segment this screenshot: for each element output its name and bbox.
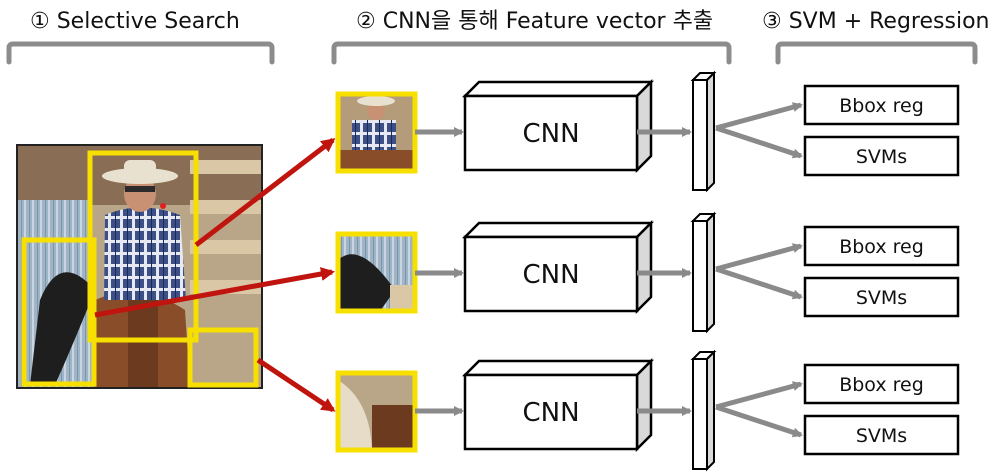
feature-vector-side-3 bbox=[706, 349, 715, 472]
feature-vector-side-2 bbox=[706, 211, 715, 334]
flow-arrow-to-bbox-2 bbox=[715, 243, 803, 272]
feature-vector-2 bbox=[692, 220, 708, 332]
flow-arrow-to-bbox-3 bbox=[715, 381, 803, 410]
svms-label-1: SVMs bbox=[856, 146, 907, 168]
cnn-box-top-3 bbox=[461, 359, 655, 377]
cropped-region-1 bbox=[335, 91, 418, 174]
region-arrow-1 bbox=[194, 138, 336, 247]
cnn-box-side-1 bbox=[635, 78, 653, 174]
bbox-reg-box-3 bbox=[803, 363, 960, 405]
cnn-box-side-2 bbox=[635, 219, 653, 315]
bbox-reg-box-1 bbox=[803, 84, 960, 126]
cnn-box-top-1 bbox=[461, 80, 655, 98]
source-photo bbox=[16, 144, 263, 389]
cnn-label-1: CNN bbox=[522, 119, 579, 149]
flow-arrow-to-svm-2 bbox=[715, 266, 803, 300]
cropped-region-2 bbox=[335, 231, 418, 314]
svms-box-2 bbox=[803, 276, 960, 318]
bbox-reg-label-2: Bbox reg bbox=[839, 236, 924, 258]
flow-arrow-to-svm-1 bbox=[715, 125, 803, 159]
step-title-cnn-feature: ② CNN을 통해 Feature vector 추출 bbox=[356, 9, 713, 34]
region-arrow-3 bbox=[256, 357, 336, 413]
step-title-selective-search: ① Selective Search bbox=[30, 9, 240, 34]
bbox-reg-label-3: Bbox reg bbox=[839, 374, 924, 396]
cnn-label-2: CNN bbox=[522, 260, 579, 290]
region-arrow-2 bbox=[94, 267, 335, 318]
svms-box-1 bbox=[803, 135, 960, 177]
cnn-box-top-2 bbox=[461, 221, 655, 239]
proposal-box-tail bbox=[21, 237, 97, 387]
cnn-box-3 bbox=[463, 373, 639, 451]
feature-vector-3 bbox=[692, 358, 708, 470]
flow-arrow-to-bbox-1 bbox=[715, 102, 803, 131]
cnn-label-3: CNN bbox=[522, 398, 579, 428]
cnn-box-2 bbox=[463, 235, 639, 313]
feature-vector-1 bbox=[692, 79, 708, 191]
proposal-box-rider bbox=[87, 150, 199, 343]
step-title-svm-regression: ③ SVM + Regression bbox=[762, 9, 989, 34]
svms-label-2: SVMs bbox=[856, 287, 907, 309]
bracket-selective-search bbox=[6, 41, 275, 65]
feature-vector-side-1 bbox=[706, 70, 715, 193]
svms-label-3: SVMs bbox=[856, 425, 907, 447]
flow-arrow-to-svm-3 bbox=[715, 404, 803, 438]
bbox-reg-box-2 bbox=[803, 225, 960, 267]
svms-box-3 bbox=[803, 414, 960, 456]
bbox-reg-label-1: Bbox reg bbox=[839, 95, 924, 117]
bracket-svm-regression bbox=[775, 41, 978, 65]
bracket-cnn-feature bbox=[331, 41, 732, 65]
cnn-box-side-3 bbox=[635, 357, 653, 453]
proposal-box-legs bbox=[187, 327, 259, 388]
cropped-region-3 bbox=[335, 370, 418, 453]
